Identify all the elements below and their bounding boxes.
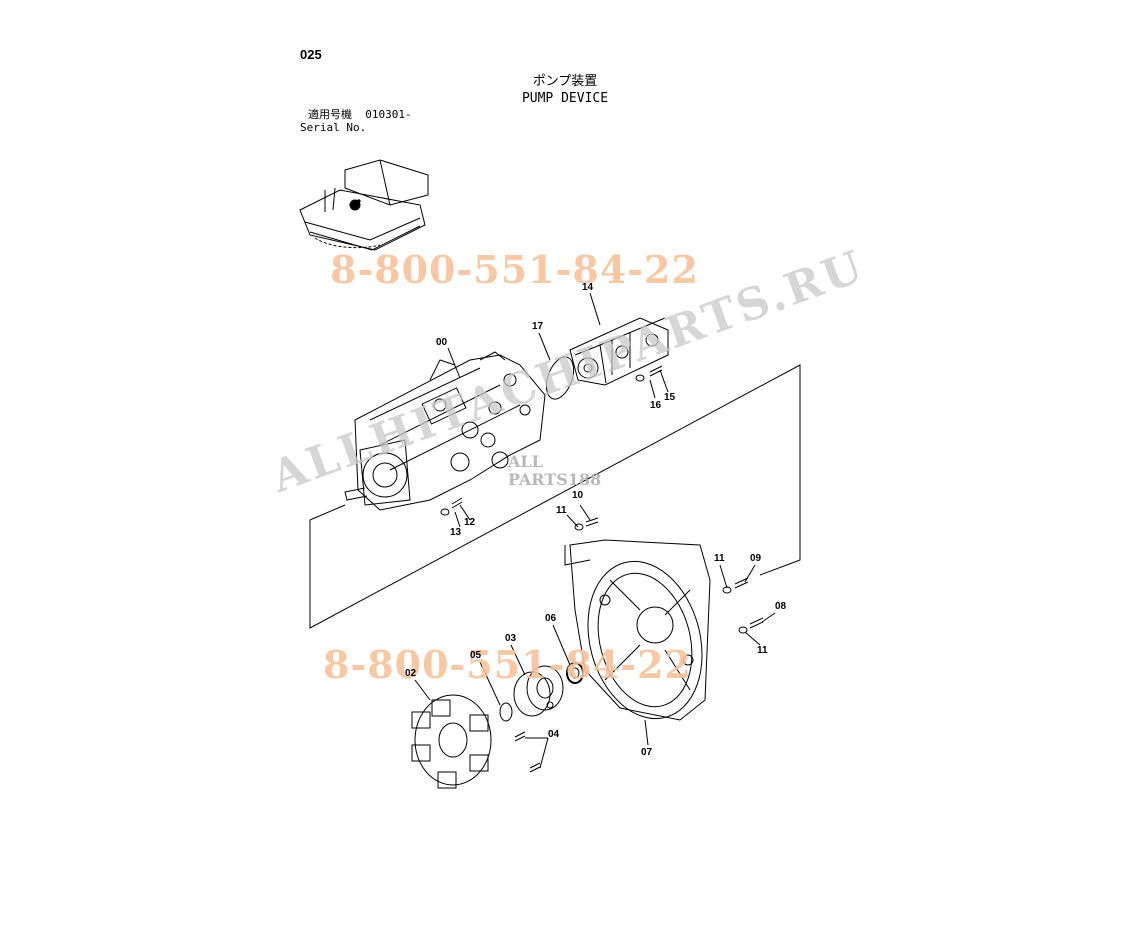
machine-thumbnail [299, 159, 429, 251]
part-label-11-b: 11 [714, 553, 725, 564]
part-label-00: 00 [436, 337, 448, 348]
part-label-09: 09 [750, 553, 762, 564]
logo-line1: ALL [508, 452, 543, 471]
part-label-04: 04 [548, 729, 560, 740]
phone-watermark-top: 8-800-551-84-22 [330, 247, 699, 292]
main-pump-00 [344, 351, 546, 511]
logo-line2: PARTS188 [508, 470, 602, 489]
title-english: PUMP DEVICE [521, 91, 609, 106]
serial-label-jp: 適用号機 [308, 108, 352, 121]
part-label-14: 14 [582, 282, 594, 293]
phone-watermark-bottom: 8-800-551-84-22 [323, 642, 692, 687]
gear-pump-14 [569, 317, 669, 386]
serial-label-en: Serial No. [300, 121, 367, 134]
title-block: ポンプ装置 PUMP DEVICE [490, 70, 640, 106]
o-ring-17 [545, 356, 575, 400]
bolts-10-11 [574, 517, 599, 531]
assembly-frame [309, 364, 801, 629]
part-label-10: 10 [572, 490, 584, 501]
serial-value: 010301- [365, 108, 412, 121]
part-label-05: 05 [470, 650, 482, 661]
bolts-08-11 [738, 617, 764, 634]
housing-07 [564, 539, 711, 721]
title-japanese: ポンプ装置 [532, 74, 598, 89]
part-label-11-c: 11 [757, 645, 768, 656]
part-label-07: 07 [641, 747, 653, 758]
part-label-06: 06 [545, 613, 557, 624]
ring-05 [499, 702, 513, 722]
leader-lines [414, 292, 776, 769]
part-label-13: 13 [450, 527, 462, 538]
part-label-15: 15 [664, 392, 676, 403]
part-label-02: 02 [405, 668, 417, 679]
oil-seal-06 [566, 662, 584, 684]
hub-03 [513, 665, 564, 717]
bolts-12-13 [440, 497, 463, 516]
bolts-04 [514, 731, 541, 773]
part-label-16: 16 [650, 400, 662, 411]
coupling-02 [411, 694, 492, 789]
part-label-03: 03 [505, 633, 517, 644]
part-label-11-a: 11 [556, 505, 567, 516]
page-number: 025 [300, 47, 322, 62]
part-label-08: 08 [775, 601, 787, 612]
serial-info: 適用号機 010301- Serial No. [300, 108, 412, 134]
part-label-17: 17 [532, 321, 544, 332]
part-label-12: 12 [464, 517, 476, 528]
logo-watermark: ALL PARTS188 [508, 453, 601, 489]
